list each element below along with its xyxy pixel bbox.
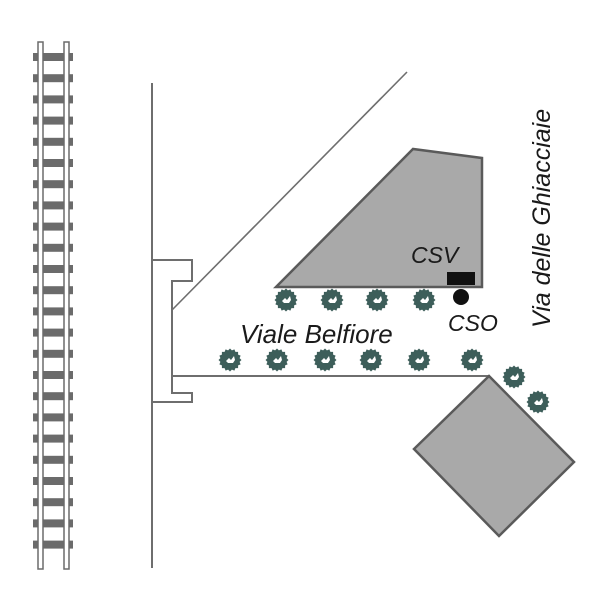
tree-icon	[359, 348, 383, 372]
tree-highlight	[510, 373, 519, 380]
tree-highlight	[420, 296, 429, 303]
tree-highlight	[226, 356, 235, 363]
tree-highlight	[468, 356, 477, 363]
tree-icon	[274, 288, 298, 312]
tree-icon	[313, 348, 337, 372]
road-edge-diagonal	[171, 71, 408, 311]
tree-icon	[502, 365, 526, 389]
street-label-viale-belfiore: Viale Belfiore	[240, 319, 393, 349]
tree-highlight	[367, 356, 376, 363]
tree-icon	[365, 288, 389, 312]
rail-tie	[33, 137, 73, 146]
rail-tie	[33, 392, 73, 401]
tree-icon	[460, 348, 484, 372]
rail-tie	[33, 519, 73, 528]
railway-track	[33, 41, 73, 570]
rail-tie	[33, 349, 73, 358]
rail-tie	[33, 222, 73, 231]
rail-tie	[33, 413, 73, 422]
station-building-outline	[152, 259, 193, 403]
tree-highlight	[273, 356, 282, 363]
rail-tie	[33, 159, 73, 167]
rail-tie	[33, 434, 73, 443]
trapezoid-building	[272, 147, 484, 289]
rail-tie	[33, 307, 73, 316]
rail-tie	[33, 74, 73, 83]
rail-tie	[33, 265, 73, 273]
trees	[218, 288, 550, 414]
tree-icon	[320, 288, 344, 312]
rail-tie	[33, 328, 73, 337]
tree-icon	[412, 288, 436, 312]
rail	[63, 41, 70, 570]
rail-tie	[33, 180, 73, 189]
csv-marker	[447, 272, 475, 285]
tree-highlight	[328, 296, 337, 303]
rail-tie	[33, 286, 73, 295]
rail-tie	[33, 540, 73, 549]
tree-icon	[218, 348, 242, 372]
rail-tie	[33, 371, 73, 379]
rail-tie	[33, 455, 73, 464]
tree-icon	[407, 348, 431, 372]
rotated-square-building	[412, 374, 576, 538]
rail-tie	[33, 477, 73, 485]
tree-highlight	[415, 356, 424, 363]
rail-tie	[33, 243, 73, 252]
rail	[37, 41, 44, 570]
rail-tie	[33, 53, 73, 61]
rail-tie	[33, 201, 73, 210]
tree-highlight	[534, 398, 543, 405]
csv-label: CSV	[411, 242, 461, 268]
tree-highlight	[282, 296, 291, 303]
street-label-via-delle-ghiacciaie: Via delle Ghiacciaie	[528, 109, 556, 328]
rail-tie	[33, 95, 73, 104]
tree-highlight	[373, 296, 382, 303]
cso-marker	[453, 289, 469, 305]
tree-highlight	[321, 356, 330, 363]
rail-tie	[33, 116, 73, 125]
tree-icon	[526, 390, 550, 414]
rail-tie	[33, 498, 73, 507]
tree-icon	[265, 348, 289, 372]
cso-label: CSO	[448, 310, 498, 336]
